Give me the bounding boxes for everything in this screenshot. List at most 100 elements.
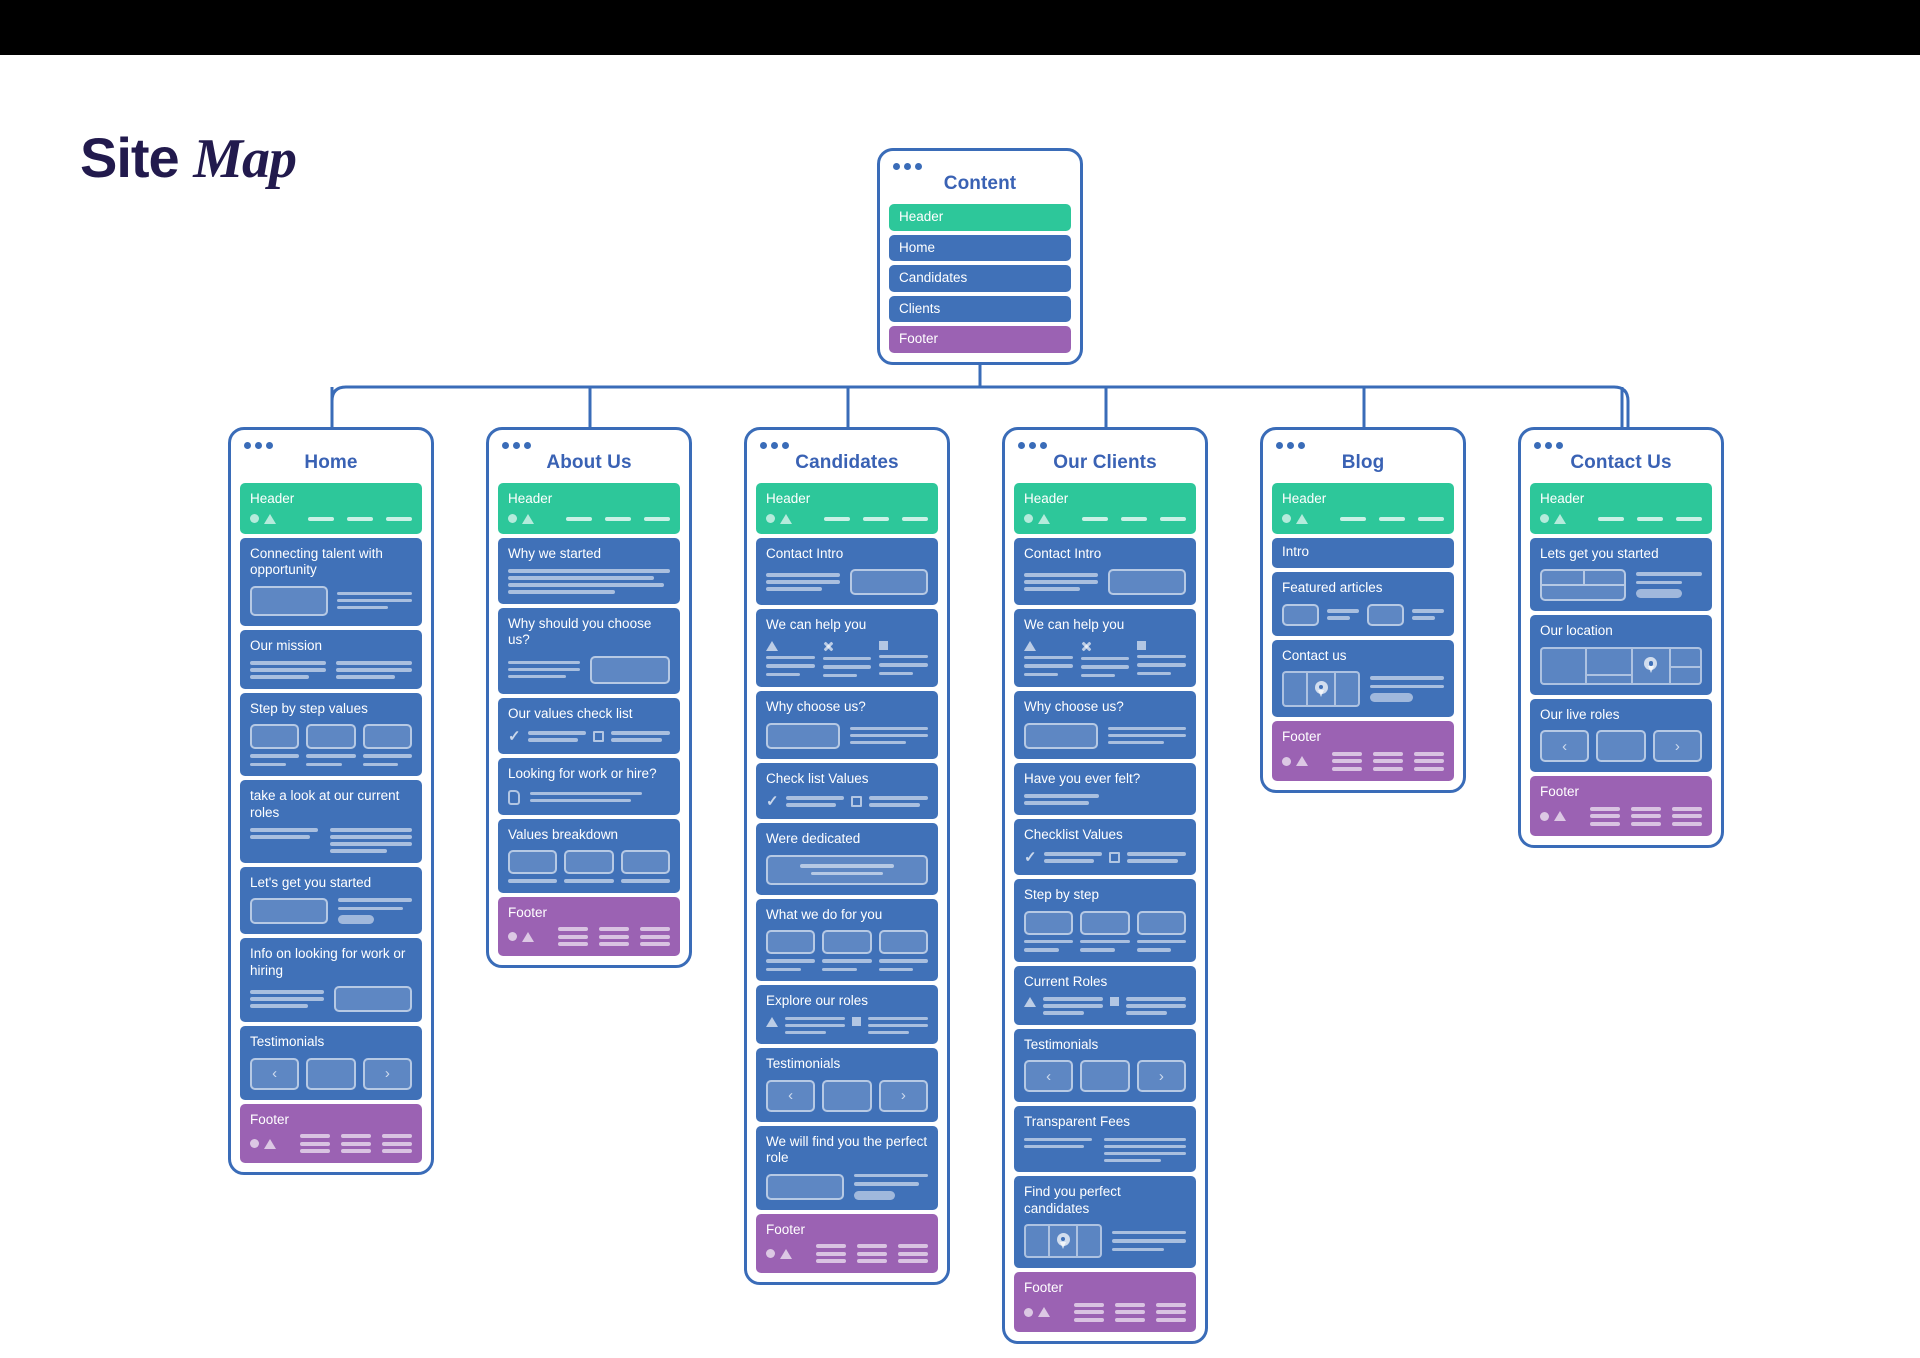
block-explore-our-roles[interactable]: Explore our roles: [756, 985, 938, 1044]
page-card-contact-us[interactable]: Contact Us Header Lets get you started: [1518, 427, 1724, 848]
block-step-by-step-values[interactable]: Step by step values: [240, 692, 422, 776]
block-check-list-values[interactable]: Check list Values ✓: [756, 762, 938, 819]
triangle-icon: [522, 513, 534, 524]
page-card-blog[interactable]: Blog Header Intro Featured articles: [1260, 427, 1466, 793]
connector-lines: [330, 315, 1630, 455]
block-checklist-values[interactable]: Checklist Values ✓: [1014, 818, 1196, 875]
menu-lines-icon: [1373, 751, 1403, 771]
block-label: Header: [1282, 491, 1327, 506]
carousel-prev-button[interactable]: ‹: [1540, 730, 1590, 762]
block-were-dedicated[interactable]: Were dedicated: [756, 823, 938, 895]
block-label: Footer: [250, 1111, 290, 1127]
block-testimonials[interactable]: Testimonials ‹ ›: [1014, 1028, 1196, 1102]
triangle-icon: [1038, 1307, 1050, 1317]
content-row-home[interactable]: Home: [889, 234, 1071, 261]
block-footer[interactable]: Footer: [240, 1103, 422, 1163]
block-why-choose-us[interactable]: Why choose us?: [756, 691, 938, 759]
block-header[interactable]: Header: [1272, 483, 1454, 534]
logo-marks: [250, 1138, 276, 1149]
carousel-prev-button[interactable]: ‹: [1024, 1060, 1074, 1092]
block-find-perfect-candidates[interactable]: Find you perfect candidates: [1014, 1176, 1196, 1268]
carousel-next-button[interactable]: ›: [1652, 730, 1702, 762]
block-our-live-roles[interactable]: Our live roles ‹ ›: [1530, 698, 1712, 772]
block-we-can-help-you[interactable]: We can help you: [1014, 609, 1196, 687]
card-title-blog: Blog: [1341, 452, 1385, 473]
content-row-candidates[interactable]: Candidates: [889, 265, 1071, 292]
block-values-breakdown[interactable]: Values breakdown: [498, 818, 680, 893]
block-header[interactable]: Header: [756, 483, 938, 534]
menu-lines-icon: [1672, 806, 1702, 826]
block-transparent-fees[interactable]: Transparent Fees: [1014, 1106, 1196, 1172]
block-why-we-started[interactable]: Why we started: [498, 537, 680, 604]
carousel-next-button[interactable]: ›: [362, 1057, 412, 1090]
block-label: Header: [1024, 491, 1069, 506]
block-our-mission[interactable]: Our mission: [240, 629, 422, 689]
content-card[interactable]: Content Header Home Candidates Clients F…: [877, 148, 1083, 365]
block-footer[interactable]: Footer: [498, 896, 680, 956]
block-what-we-do-for-you[interactable]: What we do for you: [756, 898, 938, 981]
carousel-prev-button[interactable]: ‹: [766, 1079, 816, 1112]
block-we-can-help-you[interactable]: We can help you: [756, 609, 938, 687]
block-our-location[interactable]: Our location: [1530, 615, 1712, 695]
block-lets-get-started[interactable]: Let's get you started: [240, 866, 422, 934]
block-values-check-list[interactable]: Our values check list ✓: [498, 697, 680, 754]
block-label: Values breakdown: [508, 826, 619, 842]
block-contact-intro[interactable]: Contact Intro: [756, 537, 938, 605]
block-intro[interactable]: Intro: [1272, 537, 1454, 568]
carousel-next-button[interactable]: ›: [1136, 1060, 1186, 1092]
block-why-choose-us[interactable]: Why should you choose us?: [498, 607, 680, 694]
triangle-icon: [766, 1016, 778, 1027]
card-title-content: Content: [943, 173, 1017, 194]
block-connecting-talent[interactable]: Connecting talent with opportunity: [240, 537, 422, 626]
block-label: Contact us: [1282, 647, 1347, 663]
content-row-header[interactable]: Header: [889, 204, 1071, 231]
block-current-roles[interactable]: take a look at our current roles: [240, 780, 422, 863]
block-label: Explore our roles: [766, 993, 869, 1008]
carousel-next-button[interactable]: ›: [878, 1079, 928, 1112]
block-label: Step by step values: [250, 700, 368, 716]
block-list-candidates: Header Contact Intro We can help you: [756, 483, 938, 1273]
window-dots-icon: [1534, 442, 1712, 449]
block-label: Footer: [766, 1221, 806, 1237]
block-header[interactable]: Header: [240, 483, 422, 534]
triangle-icon: [766, 640, 778, 651]
block-footer[interactable]: Footer: [1014, 1272, 1196, 1332]
block-testimonials[interactable]: Testimonials ‹ ›: [756, 1048, 938, 1122]
chevron-right-icon: ›: [384, 1065, 390, 1082]
block-why-choose-us[interactable]: Why choose us?: [1014, 691, 1196, 759]
block-testimonials[interactable]: Testimonials ‹ ›: [240, 1026, 422, 1100]
block-label: We will find you the perfect role: [766, 1133, 928, 1166]
block-label: take a look at our current roles: [250, 788, 400, 820]
block-header[interactable]: Header: [498, 483, 680, 534]
block-contact-us[interactable]: Contact us: [1272, 639, 1454, 717]
check-icon: ✓: [1024, 849, 1037, 866]
page-card-our-clients[interactable]: Our Clients Header Contact Intro We can …: [1002, 427, 1208, 1344]
location-pin-icon: [1314, 680, 1328, 698]
page-card-home[interactable]: Home Header Connecting talent with oppor…: [228, 427, 434, 1175]
triangle-icon: [780, 1248, 792, 1259]
page-card-candidates[interactable]: Candidates Header Contact Intro We can h…: [744, 427, 950, 1285]
block-info-work-hiring[interactable]: Info on looking for work or hiring: [240, 938, 422, 1022]
block-footer[interactable]: Footer: [756, 1213, 938, 1273]
block-current-roles[interactable]: Current Roles: [1014, 965, 1196, 1025]
block-contact-intro[interactable]: Contact Intro: [1014, 537, 1196, 605]
block-find-perfect-role[interactable]: We will find you the perfect role: [756, 1125, 938, 1210]
row-label: Clients: [899, 300, 941, 316]
check-icon: ✓: [766, 793, 779, 810]
block-label: Why should you choose us?: [508, 615, 652, 648]
menu-lines-icon: [300, 1134, 330, 1153]
block-step-by-step[interactable]: Step by step: [1014, 879, 1196, 962]
block-header[interactable]: Header: [1014, 483, 1196, 534]
content-row-clients[interactable]: Clients: [889, 295, 1071, 322]
block-header[interactable]: Header: [1530, 483, 1712, 534]
page-card-about-us[interactable]: About Us Header Why we started Why shoul…: [486, 427, 692, 968]
block-footer[interactable]: Footer: [1272, 721, 1454, 781]
carousel-prev-button[interactable]: ‹: [250, 1057, 300, 1090]
content-row-footer[interactable]: Footer: [889, 326, 1071, 353]
block-footer[interactable]: Footer: [1530, 776, 1712, 836]
block-label: Why choose us?: [766, 699, 866, 714]
block-have-you-ever-felt[interactable]: Have you ever felt?: [1014, 762, 1196, 815]
block-looking-for-work[interactable]: Looking for work or hire?: [498, 758, 680, 815]
block-featured-articles[interactable]: Featured articles: [1272, 572, 1454, 636]
block-lets-get-you-started[interactable]: Lets get you started: [1530, 537, 1712, 611]
